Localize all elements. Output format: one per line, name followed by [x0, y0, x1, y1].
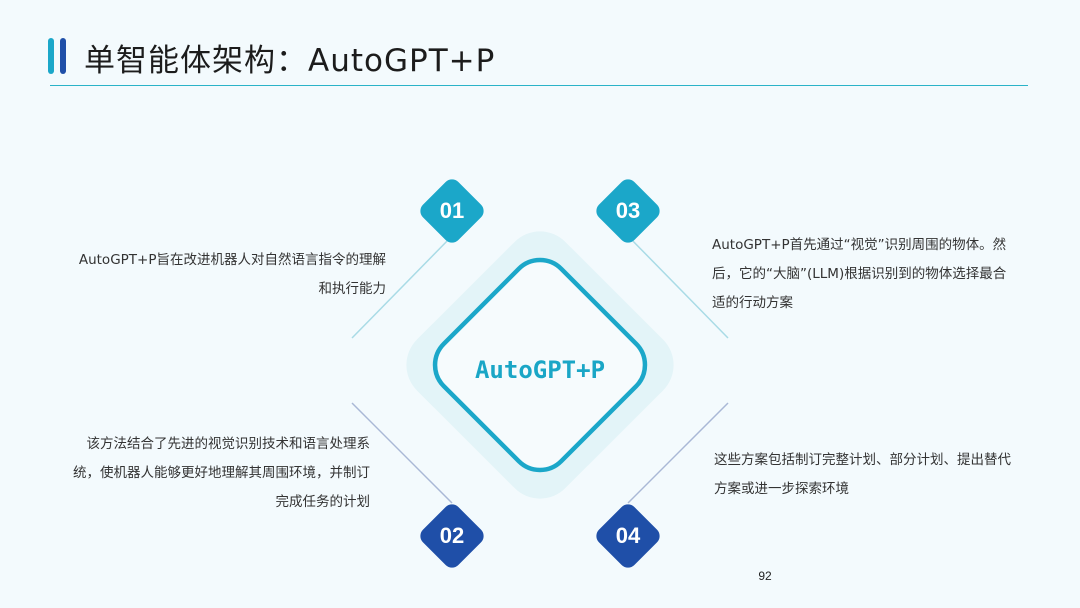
center-diamond [432, 257, 648, 473]
badge-number-04: 04 [615, 523, 641, 548]
connector-01 [120, 202, 453, 339]
title-accent-bar [48, 38, 54, 74]
badge-number-03: 03 [615, 198, 641, 223]
description-01: AutoGPT+P旨在改进机器人对自然语言指令的理解和执行能力 [78, 252, 386, 297]
center-label: AutoGPT+P [474, 356, 606, 384]
page-title: 单智能体架构：AutoGPT+P [84, 43, 496, 79]
page-number: 92 [758, 569, 772, 583]
badge-02-shape [420, 504, 484, 568]
badge-04-shape [596, 504, 660, 568]
title-divider [50, 85, 1028, 86]
description-02: 该方法结合了先进的视觉识别技术和语言处理系统，使机器人能够更好地理解其周围环境，… [73, 436, 370, 510]
badge-number-02: 02 [439, 523, 465, 548]
connector-04 [627, 402, 990, 541]
title-accent-bar [60, 38, 66, 74]
badge-03-shape [596, 179, 660, 243]
badge-01-shape [420, 179, 484, 243]
badge-number-01: 01 [439, 198, 465, 223]
description-04: 这些方案包括制订完整计划、部分计划、提出替代方案或进一步探索环境 [714, 452, 1011, 497]
description-03: AutoGPT+P首先通过“视觉”识别周围的物体。然后，它的“大脑”(LLM)根… [712, 237, 1007, 311]
connector-02 [80, 402, 453, 541]
connector-03 [627, 202, 980, 339]
